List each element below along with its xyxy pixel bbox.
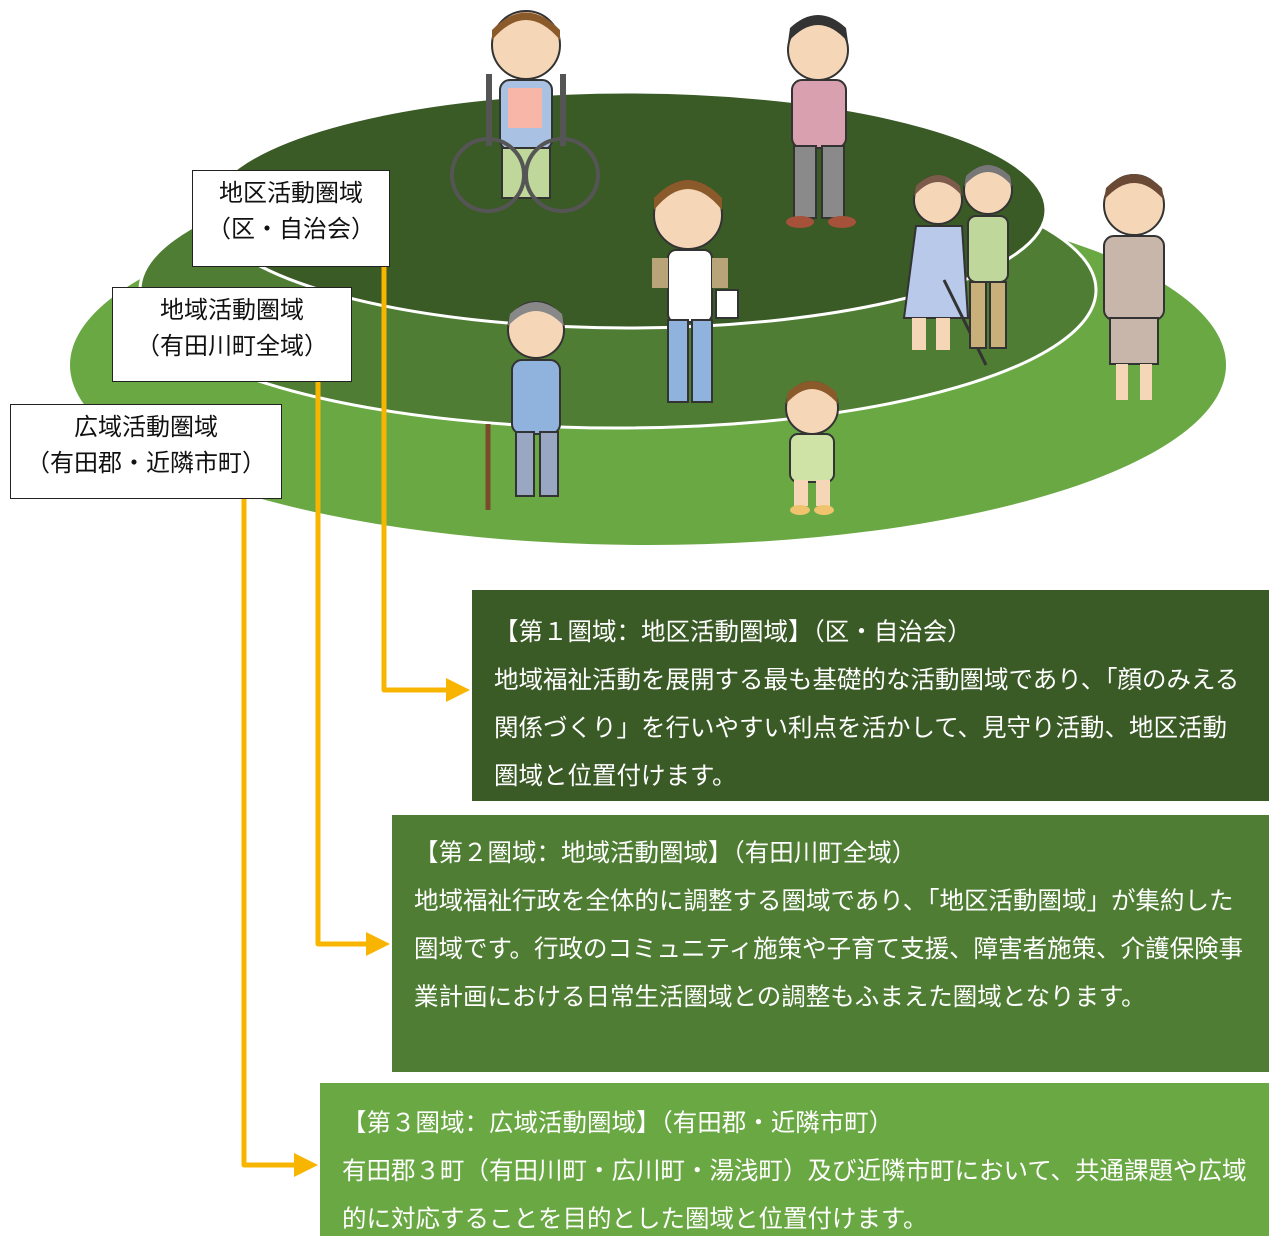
standing-man-icon [786, 15, 856, 228]
wheelchair-user-icon [450, 10, 600, 213]
arrowhead-3 [294, 1153, 318, 1177]
area-label-district-name: 地区活動圏域 [219, 179, 363, 207]
description-area-2-body: 地域福祉行政を全体的に調整する圏域であり、「地区活動圏域」が集約した圏域です。行… [414, 886, 1244, 1011]
volunteer-woman-icon [652, 180, 739, 403]
description-area-1: 【第１圏域：地区活動圏域】（区・自治会） 地域福祉活動を展開する最も基礎的な活動… [472, 590, 1269, 801]
area-label-town: 地域活動圏域 （有田川町全域） [112, 287, 352, 382]
area-label-wide: 広域活動圏域 （有田郡・近隣市町） [10, 404, 282, 499]
description-area-2-title: 【第２圏域：地域活動圏域】（有田川町全域） [414, 838, 917, 867]
area-label-town-name: 地域活動圏域 [160, 296, 304, 324]
area-label-wide-name: 広域活動圏域 [74, 413, 218, 441]
office-woman-icon [1103, 174, 1165, 400]
area-label-town-sub: （有田川町全域） [136, 332, 328, 360]
connector-line-3 [241, 499, 296, 1168]
elderly-man-cane-icon [485, 301, 565, 510]
area-label-district-sub: （区・自治会） [207, 215, 375, 243]
connector-line-2 [315, 382, 368, 947]
arrowhead-2 [366, 932, 390, 956]
description-area-1-body: 地域福祉活動を展開する最も基礎的な活動圏域であり、「顔のみえる関係づくり」を行い… [494, 665, 1240, 790]
description-area-1-title: 【第１圏域：地区活動圏域】（区・自治会） [494, 617, 972, 646]
description-area-3-title: 【第３圏域：広域活動圏域】（有田郡・近隣市町） [342, 1108, 894, 1137]
area-label-district: 地区活動圏域 （区・自治会） [192, 170, 390, 267]
description-area-2: 【第２圏域：地域活動圏域】（有田川町全域） 地域福祉行政を全体的に調整する圏域で… [392, 815, 1269, 1072]
description-area-3: 【第３圏域：広域活動圏域】（有田郡・近隣市町） 有田郡３町（有田川町・広川町・湯… [320, 1083, 1269, 1236]
description-area-3-body: 有田郡３町（有田川町・広川町・湯浅町）及び近隣市町において、共通課題や広域的に対… [342, 1156, 1247, 1233]
arrowhead-1 [446, 678, 470, 702]
child-icon [785, 381, 839, 515]
walking-pair-icon [902, 165, 1013, 366]
area-label-wide-sub: （有田郡・近隣市町） [26, 449, 266, 477]
connector-line-1 [381, 267, 448, 693]
